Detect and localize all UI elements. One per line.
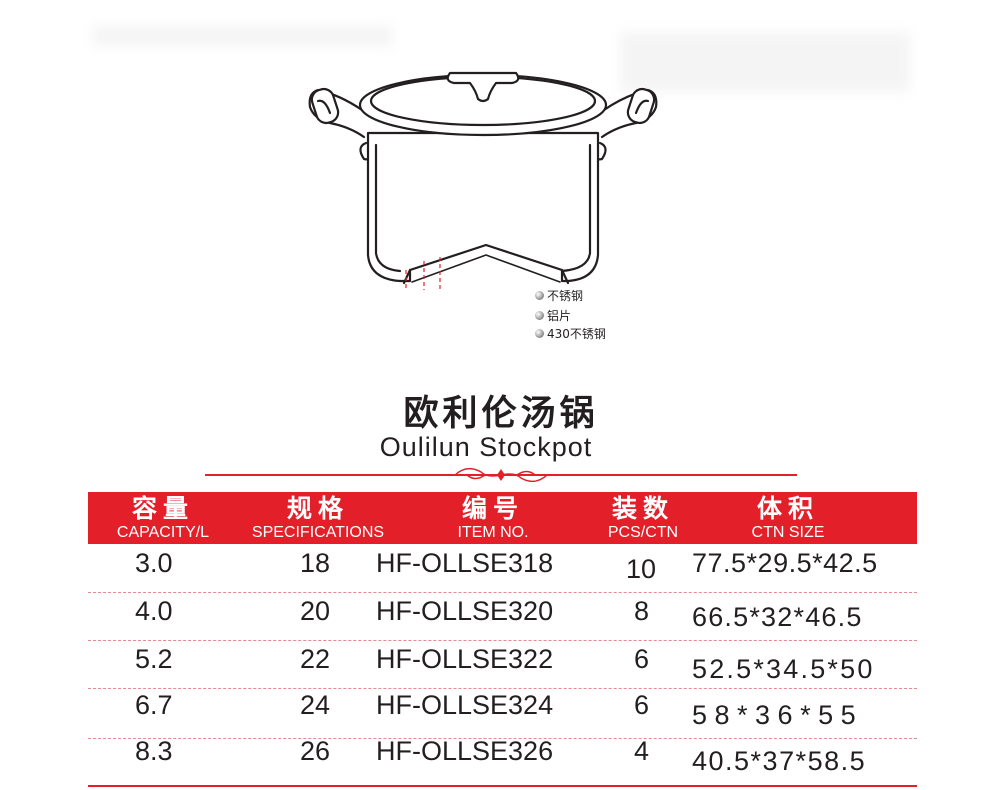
cell-capacity: 6.7 [135, 690, 173, 720]
bullet-icon [535, 329, 544, 338]
layer-label-aluminum: 铝片 [535, 307, 571, 324]
table-row: 6.7 24 HF-OLLSE324 6 5 8 * 3 6 * 5 5 [88, 690, 917, 736]
table-header: 容量 CAPACITY/L 规格 SPECIFICATIONS 编号 ITEM … [88, 492, 917, 544]
cell-capacity: 8.3 [135, 736, 173, 766]
cell-spec: 24 [300, 690, 331, 720]
stockpot-illustration [308, 71, 658, 290]
bullet-icon [535, 311, 544, 320]
cell-item-no: HF-OLLSE326 [376, 736, 554, 766]
product-title-cn: 欧利伦汤锅 [403, 394, 599, 434]
bullet-icon [535, 291, 544, 300]
cell-spec: 26 [300, 736, 331, 766]
cell-spec: 22 [300, 644, 331, 674]
table-row: 4.0 20 HF-OLLSE320 8 66.5*32*46.5 [88, 596, 917, 642]
cell-item-no: HF-OLLSE318 [376, 548, 554, 578]
cell-ctn-size: 66.5*32*46.5 [692, 602, 863, 632]
cell-item-no: HF-OLLSE324 [376, 690, 554, 720]
table-row: 3.0 18 HF-OLLSE318 10 77.5*29.5*42.5 [88, 548, 917, 594]
cell-item-no: HF-OLLSE320 [376, 596, 554, 626]
cell-capacity: 4.0 [135, 596, 173, 626]
header-specifications: 规格 SPECIFICATIONS [228, 492, 408, 544]
cell-pcs: 8 [634, 596, 650, 626]
header-cn: 装数 [611, 494, 674, 523]
cell-capacity: 5.2 [135, 644, 173, 674]
header-cn: 编号 [461, 494, 524, 523]
cell-ctn-size: 40.5*37*58.5 [692, 746, 867, 776]
cell-pcs: 10 [626, 554, 657, 584]
layer-label-text: 铝片 [547, 309, 572, 323]
header-cn: 规格 [286, 494, 349, 523]
layer-label-text: 430不锈钢 [547, 327, 606, 341]
header-en: ITEM NO. [457, 524, 529, 541]
cell-ctn-size: 77.5*29.5*42.5 [692, 548, 878, 578]
row-divider [88, 592, 917, 593]
background-smudge [92, 26, 392, 46]
header-pcs-ctn: 装数 PCS/CTN [588, 492, 698, 544]
header-ctn-size: 体积 CTN SIZE [708, 492, 868, 544]
cell-pcs: 6 [634, 644, 650, 674]
cell-pcs: 6 [634, 690, 650, 720]
table-row: 8.3 26 HF-OLLSE326 4 40.5*37*58.5 [88, 736, 917, 782]
header-en: PCS/CTN [607, 524, 679, 541]
cell-capacity: 3.0 [135, 548, 173, 578]
background-smudge [620, 32, 910, 92]
row-divider [88, 640, 917, 641]
layer-label-steel: 不锈钢 [535, 287, 583, 304]
cell-ctn-size: 52.5*34.5*50 [692, 654, 875, 684]
layer-label-430-steel: 430不锈钢 [535, 325, 606, 342]
header-en: SPECIFICATIONS [251, 524, 385, 541]
cell-item-no: HF-OLLSE322 [376, 644, 554, 674]
cell-spec: 18 [300, 548, 331, 578]
header-cn: 体积 [756, 494, 819, 523]
table-row: 5.2 22 HF-OLLSE322 6 52.5*34.5*50 [88, 644, 917, 690]
header-cn: 容量 [131, 494, 194, 523]
header-en: CTN SIZE [751, 524, 825, 541]
header-en: CAPACITY/L [116, 524, 210, 541]
header-capacity: 容量 CAPACITY/L [88, 492, 238, 544]
product-title-en: Oulilun Stockpot [379, 432, 593, 462]
ornamental-divider [205, 467, 797, 482]
row-divider [88, 738, 917, 739]
cell-pcs: 4 [634, 736, 650, 766]
layer-label-text: 不锈钢 [547, 289, 584, 303]
row-divider [88, 688, 917, 689]
table-bottom-rule [88, 785, 917, 787]
header-item-no: 编号 ITEM NO. [413, 492, 573, 544]
cell-ctn-size: 5 8 * 3 6 * 5 5 [692, 700, 856, 730]
cell-spec: 20 [300, 596, 331, 626]
